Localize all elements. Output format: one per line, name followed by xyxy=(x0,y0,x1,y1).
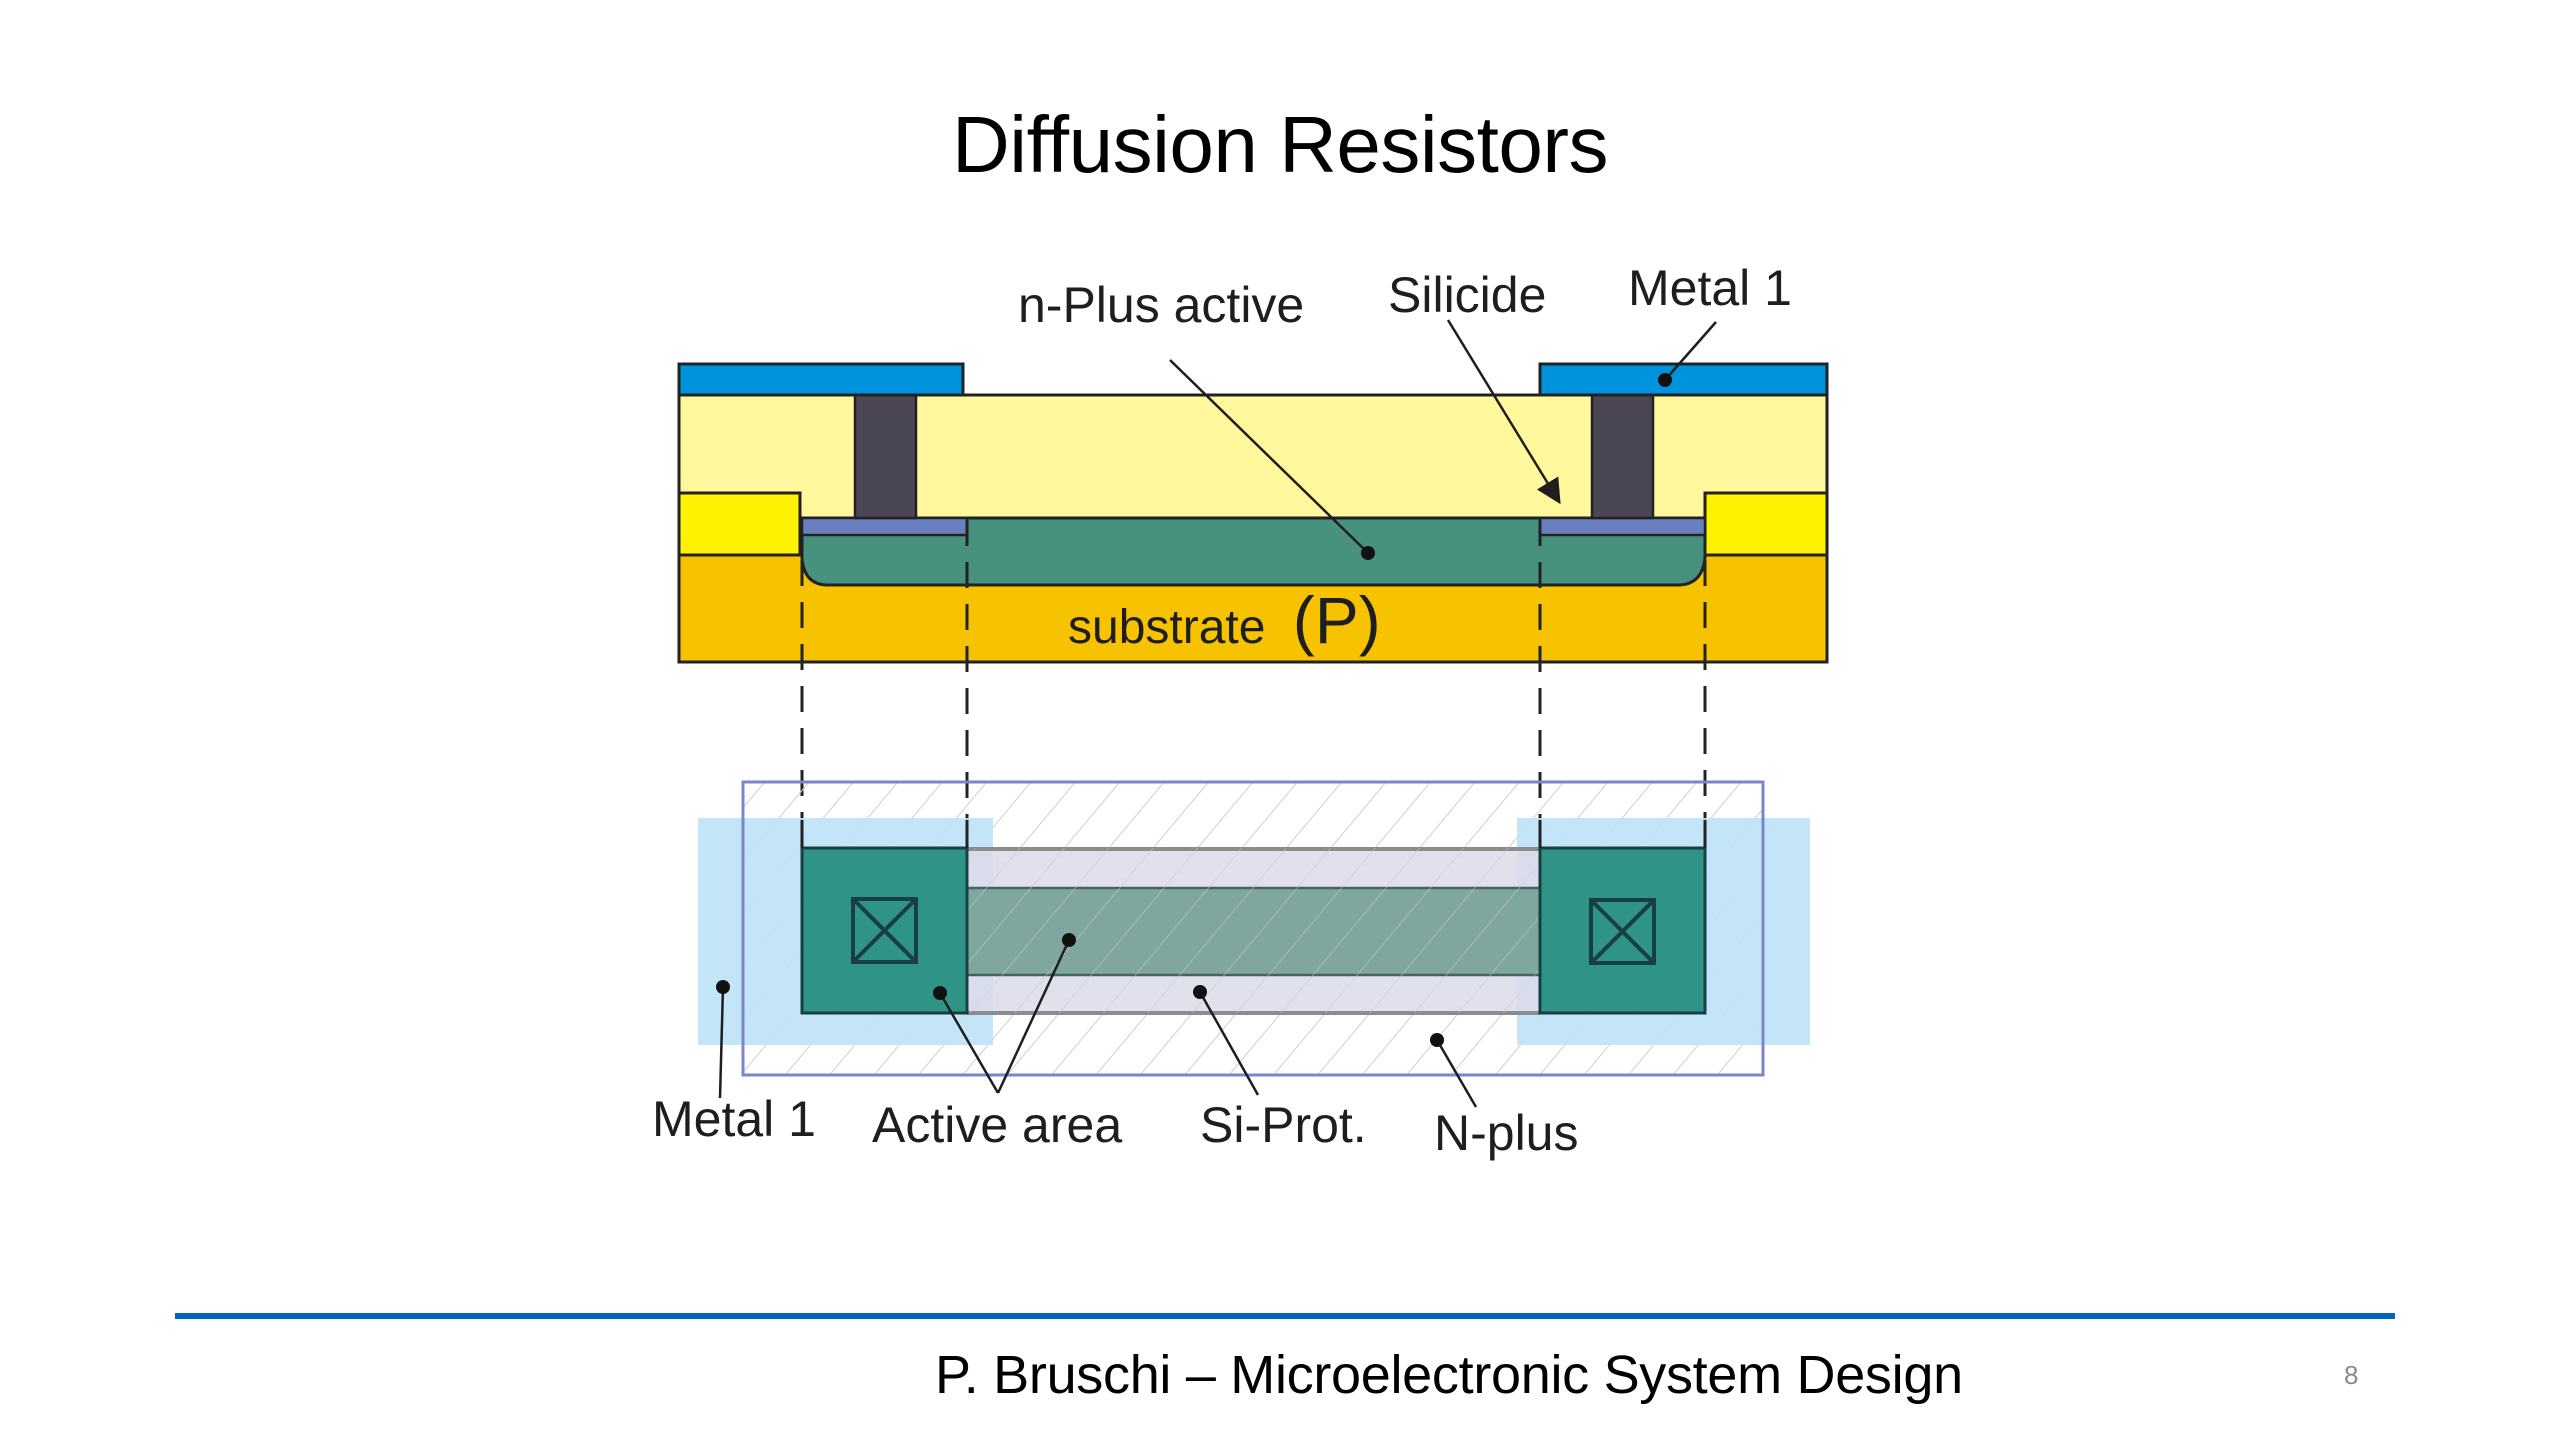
label-n-plus-active: n-Plus active xyxy=(1018,277,1304,333)
n-plus-border xyxy=(741,780,1765,1077)
label-n-plus: N-plus xyxy=(1434,1105,1578,1161)
leader-active-2 xyxy=(996,939,1071,1094)
leader-n-plus xyxy=(1435,1039,1478,1108)
label-silicide: Silicide xyxy=(1388,267,1546,323)
silicide-left xyxy=(800,516,969,537)
label-metal1-top: Metal 1 xyxy=(1628,260,1792,316)
via-right xyxy=(1590,391,1655,520)
hatch-overlay xyxy=(967,848,1540,1013)
label-si-prot: Si-Prot. xyxy=(1200,1097,1367,1153)
field-oxide-left xyxy=(677,491,802,557)
footer-rule xyxy=(175,1313,2395,1319)
leader-si-prot xyxy=(1198,991,1260,1096)
page-number: 8 xyxy=(2344,1360,2359,1390)
leader-n-plus-active xyxy=(1169,359,1369,554)
metal1-right xyxy=(1538,362,1829,397)
leader-dot-metal1-bottom xyxy=(716,980,730,994)
leader-dot-si-prot xyxy=(1193,985,1207,999)
contact-icon-left xyxy=(851,897,918,964)
footer-text: P. Bruschi – Microelectronic System Desi… xyxy=(935,1345,1963,1405)
leader-active-1 xyxy=(938,992,1000,1094)
leader-dot-active-1 xyxy=(933,986,947,1000)
label-active-area: Active area xyxy=(872,1097,1122,1153)
label-substrate-text: substrate xyxy=(1068,601,1265,654)
label-substrate: substrate (P) xyxy=(1068,583,1381,657)
contact-icon-right xyxy=(1589,898,1656,965)
slide-title-text: Diffusion Resistors xyxy=(952,100,1608,189)
leader-dot-n-plus-active xyxy=(1361,546,1375,560)
silicide-right xyxy=(1538,516,1707,537)
leader-metal1-bottom xyxy=(718,986,725,1099)
cross-section: n-Plus active Silicide Metal 1 substrate… xyxy=(677,260,1829,664)
leader-dot-metal1-top xyxy=(1658,373,1672,387)
metal1-left xyxy=(677,362,965,397)
label-substrate-type: (P) xyxy=(1293,583,1381,657)
leader-metal1-top xyxy=(1664,321,1717,381)
leader-dot-n-plus xyxy=(1430,1033,1444,1047)
leader-silicide xyxy=(1446,319,1561,505)
label-metal1-bottom: Metal 1 xyxy=(652,1091,816,1147)
layout-view: Metal 1 Active area Si-Prot. N-plus xyxy=(652,780,1810,1161)
slide-title: Diffusion Resistors xyxy=(0,100,2560,190)
leader-dot-active-2 xyxy=(1062,933,1076,947)
field-oxide-right xyxy=(1703,491,1829,557)
via-left xyxy=(853,393,918,520)
